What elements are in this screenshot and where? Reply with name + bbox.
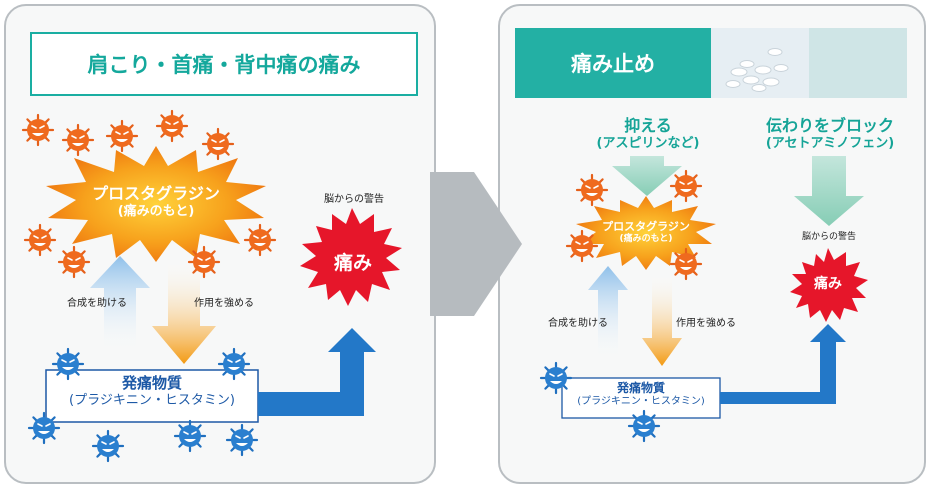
prostaglandin-note-small: (痛みのもと): [619, 233, 673, 244]
virus-icon: [105, 119, 139, 153]
pain-substance-box-small: [561, 377, 721, 419]
virus-icon: [23, 223, 57, 257]
signal-arrow-small: [720, 324, 846, 404]
suppress-arrow: [612, 156, 682, 196]
pain-substance-examples: (プラジキニン・ヒスタミン): [69, 392, 235, 408]
strengthen-arrow: [152, 258, 216, 364]
virus-icon: [57, 245, 91, 279]
virus-icon: [627, 409, 661, 443]
virus-icon: [225, 423, 259, 457]
block-title: 伝わりをブロック: [765, 116, 894, 135]
strengthen-label: 作用を強める: [194, 298, 254, 309]
pill-bottle-photo: [809, 28, 907, 98]
strengthen-arrow-small: [642, 272, 682, 366]
pain-substance-name-small: 発痛物質: [616, 381, 665, 395]
virus-icon: [575, 173, 609, 207]
virus-icon: [155, 109, 189, 143]
suppress-examples: (アスピリンなど): [596, 136, 700, 151]
pain-burst: [300, 208, 402, 306]
prostaglandin-name: プロスタグラジン: [92, 184, 220, 203]
suppress-title: 抑える: [624, 116, 672, 135]
pain-label-small: 痛み: [814, 276, 842, 292]
virus-icon: [21, 113, 55, 147]
prostaglandin-burst: [46, 146, 266, 262]
virus-icon: [565, 229, 599, 263]
transition-arrow: [430, 172, 522, 316]
prostaglandin-label-small: プロスタグラジン (痛みのもと): [596, 220, 696, 245]
pain-label: 痛み: [333, 252, 372, 274]
synthesis-label: 合成を助ける: [67, 298, 127, 309]
pain-substance-label-small: 発痛物質 (プラジキニン・ヒスタミン): [562, 381, 720, 409]
suppress-label: 抑える (アスピリンなど): [560, 116, 736, 152]
synthesis-label-small: 合成を助ける: [548, 318, 608, 329]
pain-substance-name: 発痛物質: [121, 374, 182, 392]
right-title: 痛み止め: [571, 52, 655, 76]
left-title: 肩こり・首痛・背中痛の痛み: [30, 32, 418, 96]
brain-warning-label: 脳からの警告: [324, 194, 384, 205]
brain-warning-label-small: 脳からの警告: [801, 232, 856, 242]
virus-icon: [173, 419, 207, 453]
synthesis-arrow-small: [588, 266, 628, 364]
virus-icon: [243, 223, 277, 257]
prostaglandin-label: プロスタグラジン (痛みのもと): [86, 184, 226, 220]
virus-icon: [201, 127, 235, 161]
pain-substance-box: [45, 369, 259, 423]
virus-icon: [187, 245, 221, 279]
pain-substance-label: 発痛物質 (プラジキニン・ヒスタミン): [46, 374, 258, 409]
pills-photo: [711, 28, 809, 98]
pain-substance-examples-small: (プラジキニン・ヒスタミン): [577, 396, 705, 407]
prostaglandin-name-small: プロスタグラジン: [602, 220, 690, 233]
signal-arrow: [258, 328, 376, 416]
prostaglandin-burst-small: [576, 196, 716, 270]
virus-icon: [669, 169, 703, 203]
block-examples: (アセトアミノフェン): [765, 136, 895, 151]
pain-burst-small: [790, 248, 868, 322]
virus-icon: [669, 247, 703, 281]
prostaglandin-note: (痛みのもと): [117, 204, 195, 219]
block-label: 伝わりをブロック (アセトアミノフェン): [742, 116, 918, 152]
virus-icon: [91, 429, 125, 463]
synthesis-arrow: [90, 256, 150, 356]
virus-icon: [61, 123, 95, 157]
block-arrow: [794, 156, 864, 226]
virus-icon: [27, 411, 61, 445]
strengthen-label-small: 作用を強める: [676, 318, 736, 329]
